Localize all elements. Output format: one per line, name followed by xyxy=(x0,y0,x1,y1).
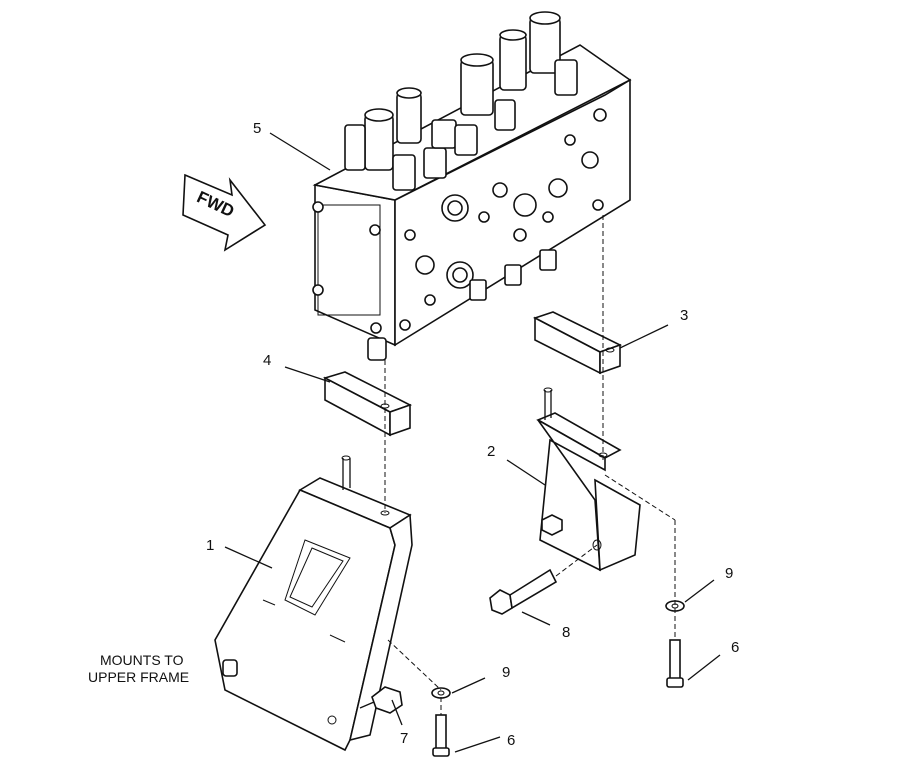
callout-labels: 5 3 4 2 1 9 9 8 6 6 7 xyxy=(206,120,739,749)
control-valve-assembly xyxy=(312,11,632,361)
callout-3: 3 xyxy=(680,307,688,324)
note-line-2: UPPER FRAME xyxy=(88,669,189,685)
forward-direction-arrow-icon: FWD xyxy=(182,173,267,252)
note-line-1: MOUNTS TO xyxy=(100,652,184,668)
callout-1: 1 xyxy=(206,537,214,554)
mounting-note: MOUNTS TO UPPER FRAME xyxy=(88,652,189,685)
callout-4: 4 xyxy=(263,352,271,369)
washer-left xyxy=(431,687,451,699)
callout-2: 2 xyxy=(487,443,495,460)
mounting-bracket-left xyxy=(214,455,413,752)
leader-lines xyxy=(224,132,721,753)
callout-7: 7 xyxy=(400,730,408,747)
bolt-vertical-left xyxy=(432,714,450,757)
bolt-vertical-right xyxy=(666,639,684,688)
callout-6-right: 6 xyxy=(731,639,739,656)
callout-9-left: 9 xyxy=(502,664,510,681)
bolt-horizontal xyxy=(489,568,558,615)
callout-5: 5 xyxy=(253,120,261,137)
alignment-lines xyxy=(384,215,676,715)
spacer-block-right xyxy=(532,311,623,375)
spacer-block-left xyxy=(322,371,413,437)
callout-6-left: 6 xyxy=(507,732,515,749)
callout-9-right: 9 xyxy=(725,565,733,582)
mounting-bracket-right xyxy=(536,387,641,572)
callout-8: 8 xyxy=(562,624,570,641)
